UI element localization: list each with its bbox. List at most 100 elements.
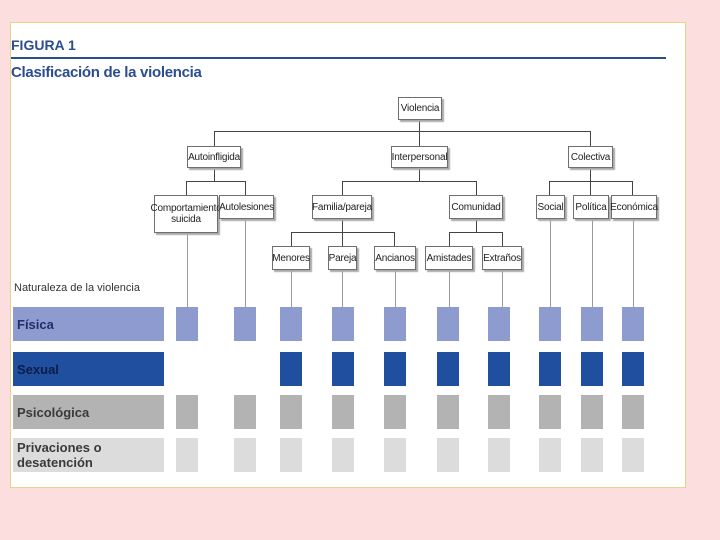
row-square	[539, 307, 561, 341]
connector	[476, 181, 477, 195]
row-square	[437, 352, 459, 386]
node-autoinfligida: Autoinfligida	[187, 146, 241, 168]
row-square	[280, 395, 302, 429]
row-label: Privaciones o desatención	[13, 438, 164, 472]
guide-line	[502, 270, 503, 307]
row-square	[488, 307, 510, 341]
guide-line	[633, 219, 634, 307]
connector	[214, 131, 215, 146]
row-square	[234, 307, 256, 341]
connector	[291, 232, 395, 233]
node-colectiva: Colectiva	[568, 146, 613, 168]
header-rule	[11, 57, 666, 59]
connector	[342, 181, 343, 195]
row-square	[280, 438, 302, 472]
row-square	[437, 395, 459, 429]
node-comunidad: Comunidad	[449, 195, 503, 219]
node-amistades: Amistades	[425, 246, 473, 270]
connector	[342, 232, 343, 246]
row-square	[539, 352, 561, 386]
node-familia-pareja: Familia/pareja	[312, 195, 372, 219]
node-social: Social	[536, 195, 565, 219]
connector	[502, 232, 503, 246]
row-label: Sexual	[13, 352, 164, 386]
connector	[291, 232, 292, 246]
node-pareja: Pareja	[328, 246, 357, 270]
connector	[245, 181, 246, 195]
row-square	[176, 438, 198, 472]
node-politica: Política	[573, 195, 609, 219]
row-square	[437, 438, 459, 472]
node-menores: Menores	[272, 246, 310, 270]
connector	[590, 168, 591, 182]
row-square	[581, 307, 603, 341]
node-economica: Económica	[610, 195, 658, 219]
row-square	[332, 438, 354, 472]
guide-line	[291, 270, 292, 307]
row-square	[437, 307, 459, 341]
row-square	[622, 307, 644, 341]
row-label: Psicológica	[13, 395, 164, 429]
node-violencia: Violencia	[398, 97, 442, 120]
node-autolesiones: Autolesiones	[219, 195, 274, 219]
connector	[449, 232, 503, 233]
connector	[549, 181, 550, 195]
row-square	[234, 438, 256, 472]
connector	[549, 181, 633, 182]
connector	[632, 181, 633, 195]
row-square	[581, 352, 603, 386]
row-square	[332, 307, 354, 341]
row-square	[539, 438, 561, 472]
guide-line	[245, 219, 246, 307]
connector	[419, 131, 420, 146]
row-square	[384, 395, 406, 429]
connector	[342, 181, 477, 182]
row-square	[332, 352, 354, 386]
connector	[449, 232, 450, 246]
row-square	[622, 438, 644, 472]
row-square	[622, 395, 644, 429]
connector	[476, 219, 477, 233]
guide-line	[342, 270, 343, 307]
row-square	[581, 395, 603, 429]
nature-label: Naturaleza de la violencia	[14, 282, 140, 294]
guide-line	[592, 219, 593, 307]
connector	[419, 168, 420, 182]
row-label: Física	[13, 307, 164, 341]
guide-line	[187, 232, 188, 307]
row-square	[280, 307, 302, 341]
row-square	[581, 438, 603, 472]
connector	[214, 168, 215, 182]
row-square	[622, 352, 644, 386]
figure-title: Clasificación de la violencia	[11, 64, 202, 81]
connector	[419, 120, 420, 132]
connector	[186, 181, 246, 182]
node-extranos: Extraños	[482, 246, 522, 270]
row-square	[384, 438, 406, 472]
connector	[590, 131, 591, 146]
row-square	[488, 438, 510, 472]
connector	[394, 232, 395, 246]
figure-label: FIGURA 1	[11, 37, 76, 53]
guide-line	[395, 270, 396, 307]
row-square	[488, 395, 510, 429]
row-square	[488, 352, 510, 386]
connector	[186, 181, 187, 195]
connector	[342, 219, 343, 233]
row-square	[539, 395, 561, 429]
row-square	[384, 352, 406, 386]
guide-line	[550, 219, 551, 307]
row-square	[176, 395, 198, 429]
row-square	[384, 307, 406, 341]
connector	[590, 181, 591, 195]
row-square	[234, 395, 256, 429]
guide-line	[449, 270, 450, 307]
node-comportamiento-suicida: Comportamiento suicida	[150, 195, 222, 233]
node-interpersonal: Interpersonal	[391, 146, 448, 168]
connector	[214, 131, 591, 132]
row-square	[332, 395, 354, 429]
row-square	[176, 307, 198, 341]
row-square	[280, 352, 302, 386]
node-ancianos: Ancianos	[374, 246, 416, 270]
